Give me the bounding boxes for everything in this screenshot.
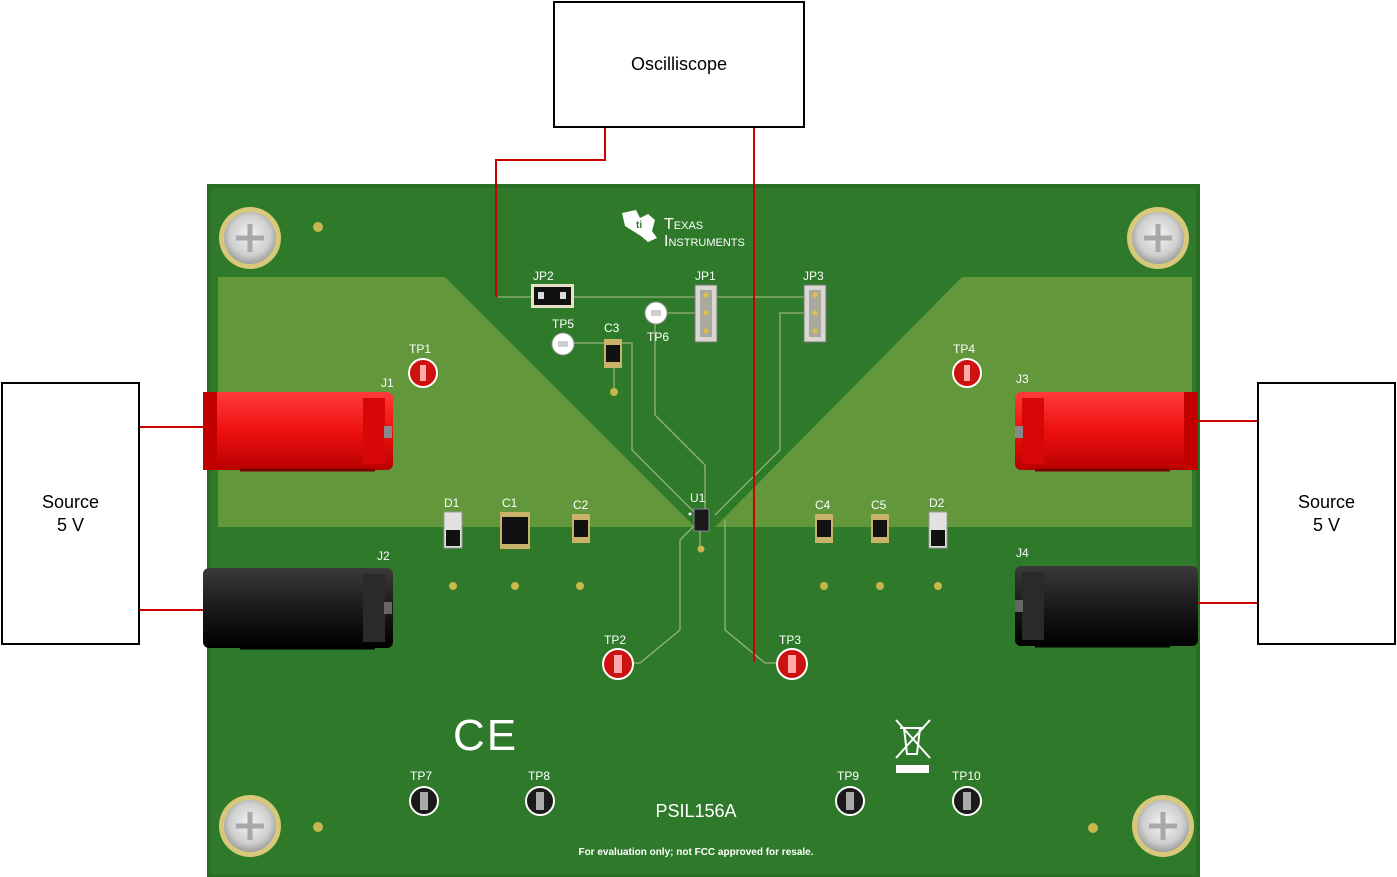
refdes-tp2: TP2	[604, 633, 626, 647]
refdes-tp8: TP8	[528, 769, 550, 783]
capacitor-c4	[815, 514, 833, 590]
source-left-line1: Source	[41, 491, 100, 512]
banana-jack-j4	[1015, 566, 1198, 648]
jumper-jp2	[531, 284, 574, 308]
logo-line2: Instruments	[664, 233, 745, 250]
logo-line1: Texas	[664, 216, 703, 233]
refdes-tp5: TP5	[552, 317, 574, 331]
mounting-screw-bl	[219, 795, 281, 857]
capacitor-c5	[871, 514, 889, 590]
source-right-line1: Source	[1297, 491, 1356, 512]
mounting-screw-tr	[1127, 207, 1189, 269]
wire-oscilloscope-to-jp2	[495, 127, 606, 297]
refdes-c1: C1	[502, 496, 518, 510]
banana-jack-j2	[203, 568, 393, 650]
refdes-c4: C4	[815, 498, 831, 512]
svg-text:ti: ti	[636, 220, 642, 231]
ce-mark: CE	[453, 711, 518, 760]
diode-d2	[928, 511, 948, 590]
pcb-board-edge	[207, 184, 1200, 877]
refdes-tp9: TP9	[837, 769, 859, 783]
refdes-tp10: TP10	[952, 769, 981, 783]
refdes-j4: J4	[1016, 546, 1029, 560]
test-point-tp4	[952, 358, 982, 388]
banana-jack-j1	[203, 392, 393, 472]
test-point-tp5	[551, 332, 575, 356]
test-point-tp3	[776, 648, 808, 680]
test-point-tp1	[408, 358, 438, 388]
refdes-d1: D1	[444, 496, 460, 510]
refdes-j1: J1	[381, 376, 394, 390]
test-point-tp2	[602, 648, 634, 680]
test-point-tp10	[952, 786, 982, 816]
refdes-j2: J2	[377, 549, 390, 563]
test-point-tp6	[644, 301, 668, 325]
jumper-jp1	[694, 284, 718, 343]
diode-d1	[443, 511, 463, 590]
source-right-line2: 5 V	[1312, 514, 1341, 535]
refdes-tp7: TP7	[410, 769, 432, 783]
capacitor-c3	[604, 339, 622, 396]
disclaimer: For evaluation only; not FCC approved fo…	[578, 847, 813, 858]
refdes-jp2: JP2	[533, 269, 554, 283]
refdes-u1: U1	[690, 491, 706, 505]
fiducials	[313, 222, 1098, 833]
refdes-c5: C5	[871, 498, 887, 512]
refdes-jp3: JP3	[803, 269, 824, 283]
oscilloscope-label: Oscilliscope	[630, 54, 728, 74]
source-box-left: Source 5 V	[1, 382, 140, 645]
refdes-c2: C2	[573, 498, 589, 512]
mounting-screw-br	[1132, 795, 1194, 857]
ti-logo: ti Texas Instruments	[622, 210, 745, 250]
refdes-tp6: TP6	[647, 330, 669, 344]
refdes-tp4: TP4	[953, 342, 975, 356]
refdes-c3: C3	[604, 321, 620, 335]
test-point-tp7	[409, 786, 439, 816]
texas-state-icon: ti	[622, 210, 657, 242]
refdes-jp1: JP1	[695, 269, 716, 283]
test-point-tp9	[835, 786, 865, 816]
measurement-wires	[139, 127, 1257, 662]
jumper-jp3	[803, 284, 827, 343]
weee-bin-icon	[895, 719, 931, 773]
source-left-line2: 5 V	[56, 514, 85, 535]
refdes-d2: D2	[929, 496, 945, 510]
banana-jack-j3	[1015, 392, 1198, 472]
ic-u1	[688, 508, 710, 553]
mounting-screw-tl	[219, 207, 281, 269]
part-number: PSIL156A	[655, 801, 736, 821]
refdes-tp1: TP1	[409, 342, 431, 356]
oscilloscope-box: Oscilliscope	[553, 1, 805, 128]
refdes-tp3: TP3	[779, 633, 801, 647]
capacitor-c1	[500, 512, 530, 590]
test-point-tp8	[525, 786, 555, 816]
source-box-right: Source 5 V	[1257, 382, 1396, 645]
refdes-j3: J3	[1016, 372, 1029, 386]
capacitor-c2	[572, 514, 590, 590]
